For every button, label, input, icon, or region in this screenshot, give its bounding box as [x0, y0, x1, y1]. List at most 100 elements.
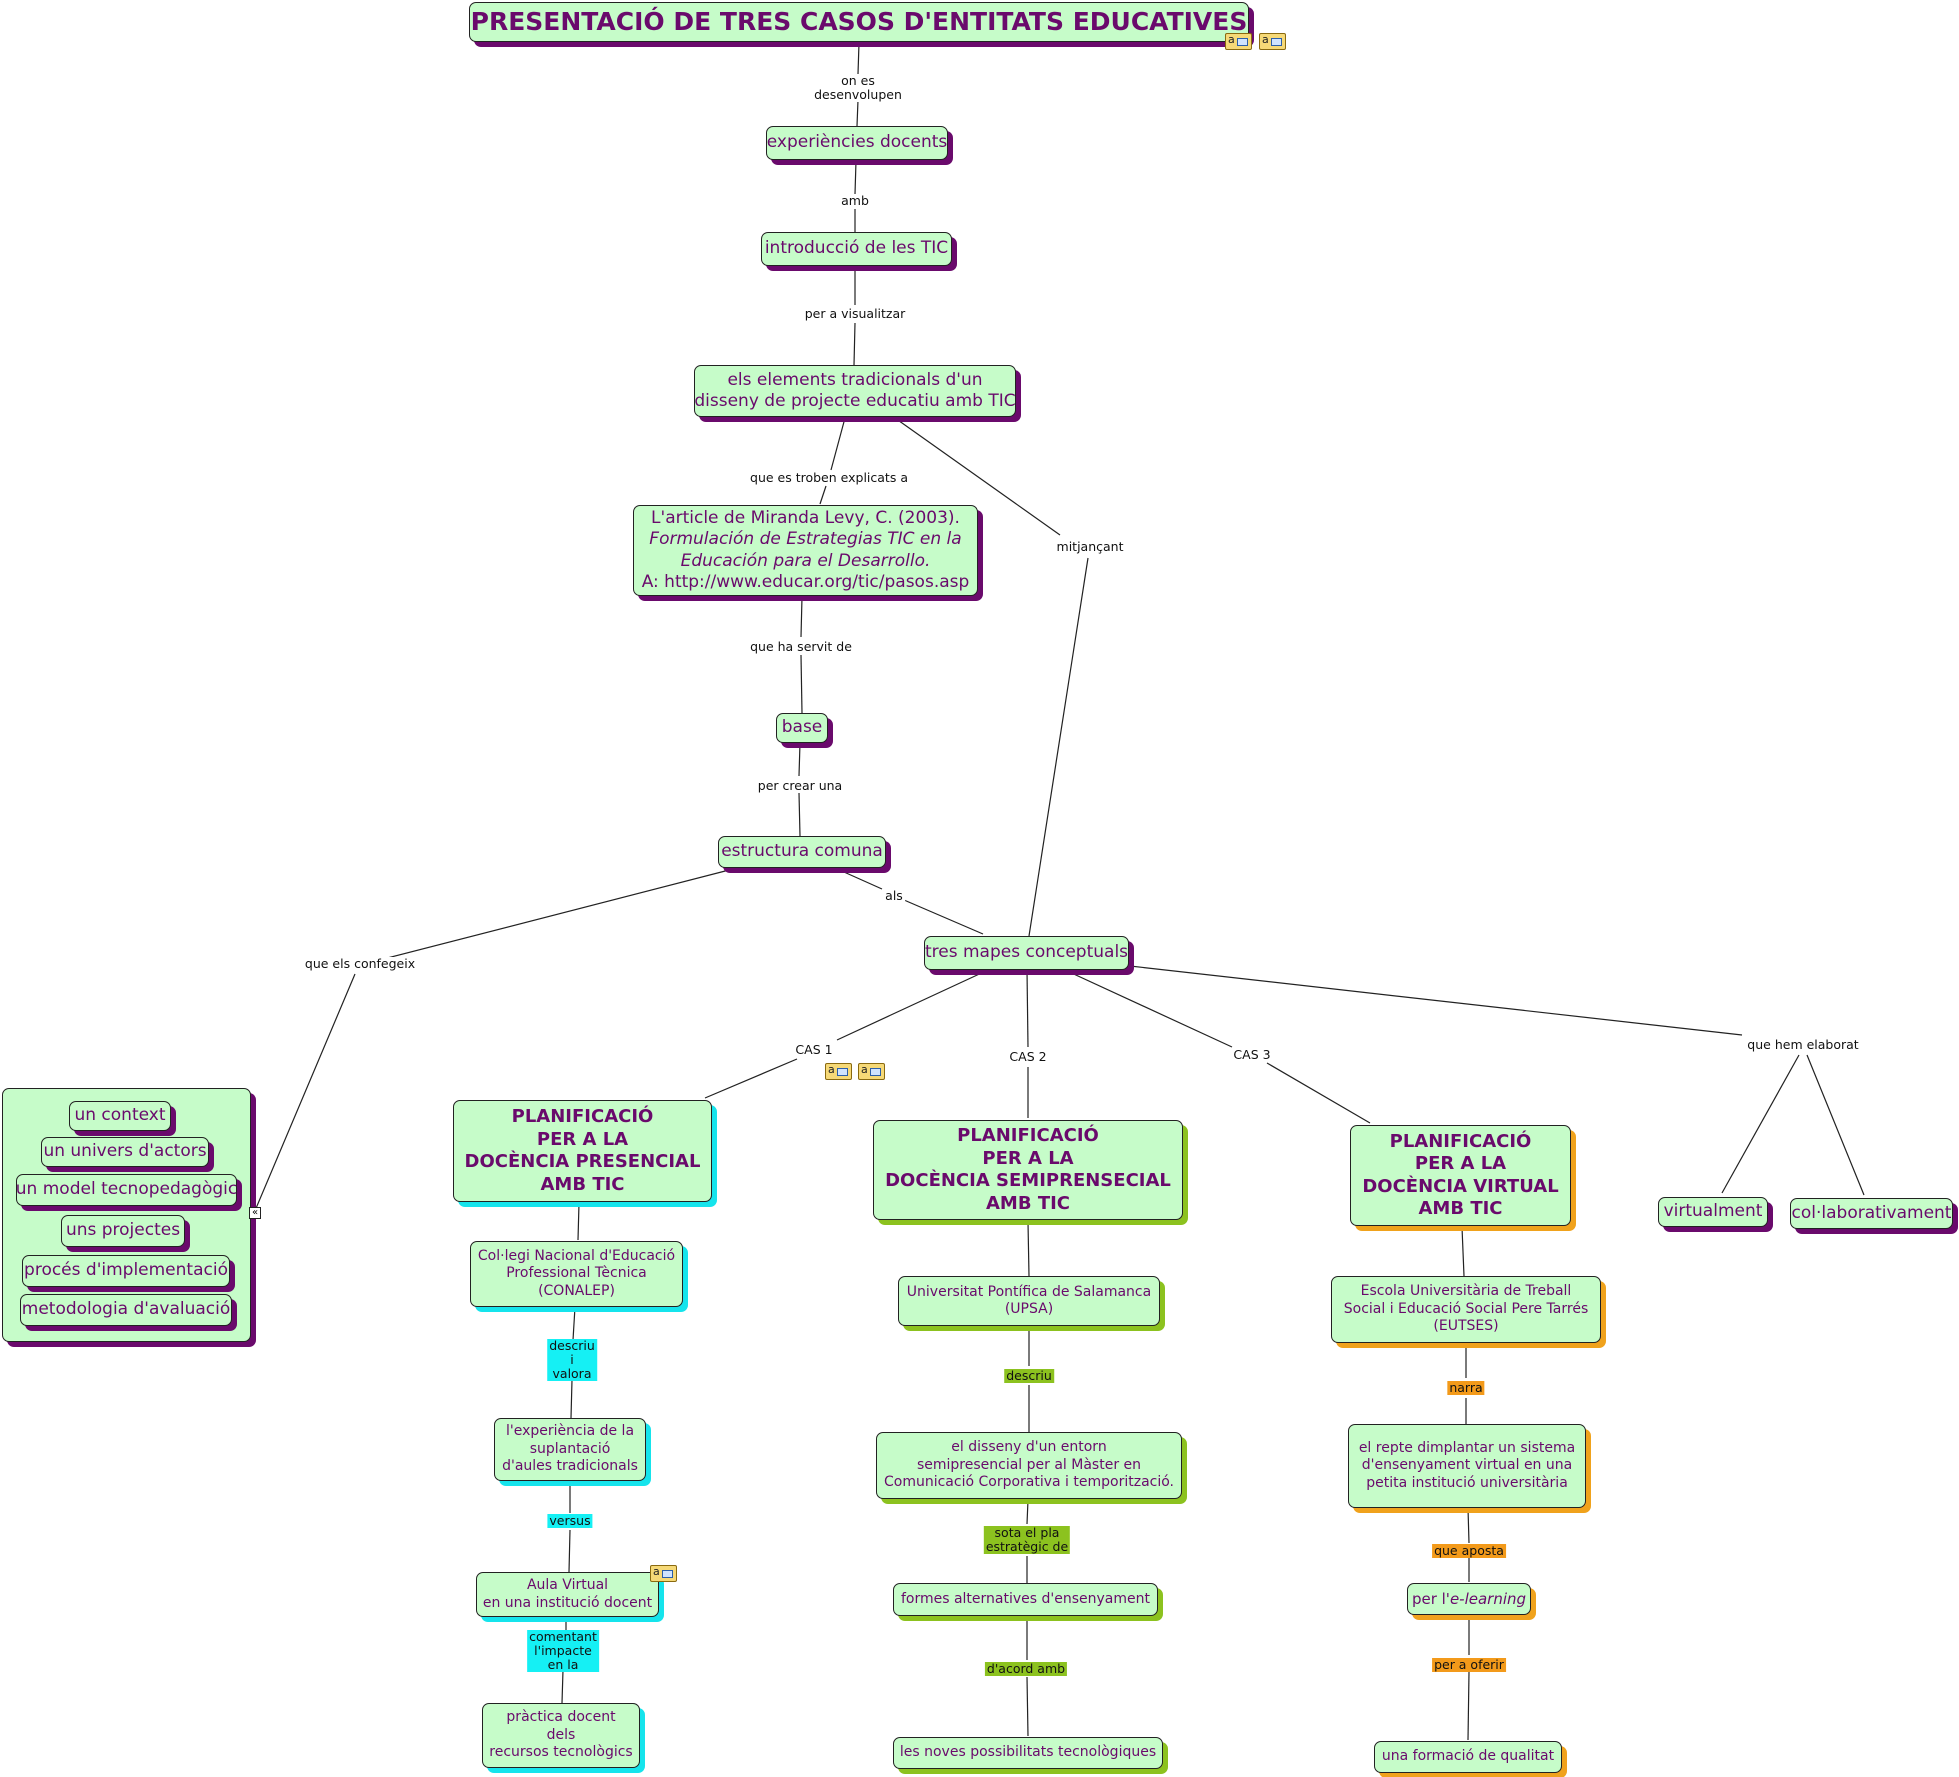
case2-noves-possibilitats[interactable]: les noves possibilitats tecnològiques	[893, 1737, 1163, 1769]
case2-title-semipresencial[interactable]: PLANIFICACIÓ PER A LA DOCÈNCIA SEMIPRENS…	[873, 1120, 1183, 1220]
node-text: L'article de Miranda Levy, C. (2003).	[651, 508, 960, 528]
structure-item-avaluacio[interactable]: metodologia d'avaluació	[20, 1294, 232, 1326]
case2-formes-alternatives[interactable]: formes alternatives d'ensenyament	[893, 1583, 1158, 1616]
link-label-per-visualitzar: per a visualitzar	[802, 306, 908, 321]
resource-link-icon[interactable]: a	[825, 1063, 852, 1080]
link-label-per-crear: per crear una	[755, 778, 845, 793]
case3-repte[interactable]: el repte dimplantar un sistema d'ensenya…	[1348, 1424, 1586, 1508]
node-text: PER A LA	[536, 1128, 629, 1150]
node-text: e-learning	[1449, 1589, 1527, 1608]
case3-elearning[interactable]: per l'e-learning	[1407, 1583, 1531, 1615]
node-virtualment[interactable]: virtualment	[1658, 1197, 1768, 1227]
node-text: PLANIFICACIÓ	[957, 1125, 1099, 1146]
node-text: d'aules tradicionals	[502, 1458, 638, 1475]
node-text: petita institució universitària	[1366, 1474, 1568, 1491]
link-label-versus: versus	[547, 1513, 593, 1528]
map-title[interactable]: PRESENTACIÓ DE TRES CASOS D'ENTITATS EDU…	[469, 2, 1249, 42]
link-label-que-ha-servit: que ha servit de	[748, 639, 854, 654]
resource-link-icon[interactable]: a	[1259, 33, 1286, 50]
link-label-cas1: CAS 1	[793, 1042, 835, 1057]
link-label-als: als	[883, 888, 905, 903]
link-label-que-aposta: que aposta	[1432, 1543, 1506, 1558]
structure-item-implementacio[interactable]: procés d'implementació	[22, 1255, 230, 1287]
node-text: DOCÈNCIA SEMIPRENSECIAL	[885, 1170, 1171, 1191]
node-text: Educación para el Desarrollo.	[680, 550, 931, 571]
node-text: PER A LA	[982, 1147, 1074, 1169]
resource-link-icon[interactable]: a	[858, 1063, 885, 1080]
node-text: Social i Educació Social Pere Tarrés	[1343, 1300, 1589, 1317]
node-collaborativament[interactable]: col·laborativament	[1790, 1198, 1953, 1229]
node-text: Comunicació Corporativa i temporització.	[883, 1474, 1175, 1491]
node-elements-tradicionals[interactable]: els elements tradicionals d'un disseny d…	[694, 365, 1016, 417]
case3-entity-eutses[interactable]: Escola Universitària de Treball Social i…	[1331, 1276, 1601, 1343]
structure-item-model[interactable]: un model tecnopedagògic	[16, 1174, 237, 1206]
case1-title-presencial[interactable]: PLANIFICACIÓ PER A LA DOCÈNCIA PRESENCIA…	[453, 1100, 712, 1202]
node-text: semipresencial per al Màster en	[916, 1456, 1142, 1473]
structure-item-projectes[interactable]: uns projectes	[61, 1215, 185, 1247]
node-text: PER A LA	[1414, 1153, 1507, 1174]
link-label-narra: narra	[1447, 1380, 1485, 1395]
node-text: Universitat Pontífica de Salamanca	[906, 1283, 1152, 1300]
node-text: suplantació	[529, 1440, 611, 1457]
node-base[interactable]: base	[776, 713, 828, 743]
node-text: AMB TIC	[985, 1192, 1070, 1214]
node-text: Formulación de Estrategias TIC en la	[649, 529, 962, 550]
node-tres-mapes[interactable]: tres mapes conceptuals	[924, 936, 1129, 970]
case1-aula-virtual[interactable]: Aula Virtual en una institució docent	[476, 1572, 659, 1617]
node-text: disseny de projecte educatiu amb TIC	[694, 391, 1016, 411]
link-label-mitjancant: mitjançant	[1054, 539, 1126, 554]
link-label-que-els-confegeix: que els confegeix	[302, 956, 418, 971]
structure-item-actors[interactable]: un univers d'actors	[41, 1137, 209, 1167]
node-text: PLANIFICACIÓ	[1389, 1130, 1532, 1152]
node-text: DOCÈNCIA PRESENCIAL	[464, 1151, 701, 1172]
node-text: Col·legi Nacional d'Educació	[477, 1247, 676, 1264]
article-url-link[interactable]: A: http://www.educar.org/tic/pasos.asp	[641, 571, 970, 592]
node-introduccio-tic[interactable]: introducció de les TIC	[761, 232, 952, 266]
node-experiencies-docents[interactable]: experiències docents	[766, 126, 948, 160]
node-text: recursos tecnològics	[489, 1744, 633, 1761]
node-article-miranda[interactable]: L'article de Miranda Levy, C. (2003). Fo…	[633, 505, 978, 596]
node-text: pràctica docent	[506, 1709, 616, 1726]
node-text: en una institució docent	[482, 1594, 653, 1611]
node-text: els elements tradicionals d'un	[727, 369, 983, 390]
link-label-que-hem-elaborat: que hem elaborat	[1745, 1037, 1861, 1052]
case1-practica-docent[interactable]: pràctica docent dels recursos tecnològic…	[482, 1703, 640, 1768]
case2-disseny-entorn[interactable]: el disseny d'un entorn semipresencial pe…	[876, 1432, 1182, 1499]
resource-link-icon[interactable]: a	[650, 1565, 677, 1582]
case2-entity-upsa[interactable]: Universitat Pontífica de Salamanca (UPSA…	[898, 1276, 1160, 1326]
case1-entity-conalep[interactable]: Col·legi Nacional d'Educació Professiona…	[470, 1241, 683, 1307]
node-text: Aula Virtual	[526, 1577, 609, 1593]
node-text: (UPSA)	[1004, 1301, 1054, 1317]
link-label-dacord-amb: d'acord amb	[984, 1661, 1068, 1676]
node-text: DOCÈNCIA VIRTUAL	[1362, 1175, 1559, 1197]
node-text: Professional Tècnica	[506, 1265, 647, 1282]
link-label-amb: amb	[839, 193, 871, 208]
node-text: Escola Universitària de Treball	[1360, 1283, 1572, 1300]
node-text: per l'	[1411, 1589, 1450, 1608]
case3-formacio-qualitat[interactable]: una formació de qualitat	[1374, 1741, 1562, 1773]
node-text: PLANIFICACIÓ	[511, 1106, 654, 1127]
link-label-cas2: CAS 2	[1007, 1049, 1049, 1064]
node-text: d'ensenyament virtual en una	[1361, 1457, 1573, 1474]
node-estructura-comuna[interactable]: estructura comuna	[718, 836, 886, 868]
case1-experiencia[interactable]: l'experiència de la suplantació d'aules …	[494, 1418, 646, 1481]
node-text: AMB TIC	[1418, 1198, 1503, 1219]
resource-link-icon[interactable]: a	[1225, 33, 1252, 50]
case3-title-virtual[interactable]: PLANIFICACIÓ PER A LA DOCÈNCIA VIRTUAL A…	[1350, 1125, 1571, 1226]
collapse-toggle-icon[interactable]: «	[249, 1207, 261, 1219]
node-text: (EUTSES)	[1433, 1318, 1499, 1335]
link-label-descriu: descriu	[1004, 1368, 1054, 1383]
link-label-per-a-oferir: per a oferir	[1432, 1657, 1506, 1672]
node-text: l'experiència de la	[505, 1423, 635, 1440]
structure-item-context[interactable]: un context	[69, 1101, 171, 1131]
node-text: (CONALEP)	[538, 1282, 615, 1299]
link-label-cas3: CAS 3	[1231, 1047, 1273, 1062]
node-text: el repte dimplantar un sistema	[1358, 1439, 1576, 1456]
node-text: dels	[546, 1726, 576, 1743]
link-label-que-es-troben: que es troben explicats a	[748, 470, 910, 485]
